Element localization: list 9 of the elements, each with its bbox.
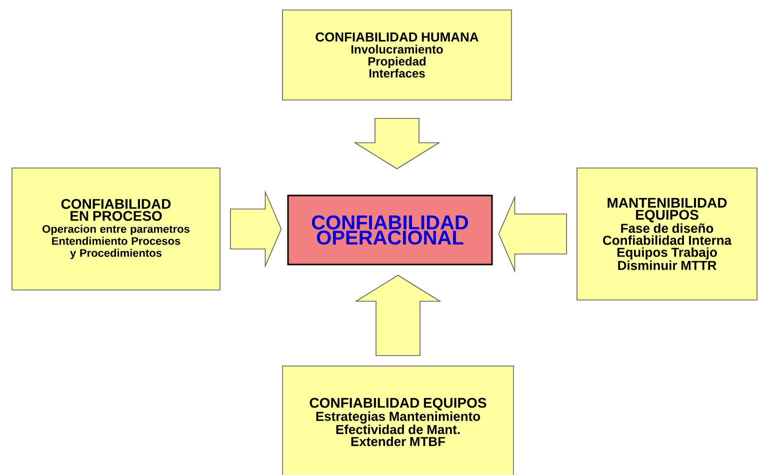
- title-box: CONFIABILIDAD OPERACIONAL: [287, 194, 493, 266]
- topic-box: CONFIABILIDAD EQUIPOS Estrategias Mantenimiento Efectividad de Mant. Extender MTBF: [282, 366, 514, 475]
- block-arrow: [354, 274, 442, 356]
- topic-box: MANTENIBILIDAD EQUIPOS Fase de diseño Confiabilidad Interna Equipos Trabajo Disminuir MTTR: [576, 168, 758, 300]
- block-arrow: [354, 118, 440, 170]
- block-arrow: [498, 195, 567, 273]
- topic-box: CONFIABILIDAD HUMANA Involucramiento Propiedad Interfaces: [282, 10, 512, 100]
- block-arrow: [230, 190, 282, 268]
- topic-box: CONFIABILIDAD EN PROCESO Operacion entre parametros Entendimiento Procesos y Procedimientos: [12, 168, 220, 290]
